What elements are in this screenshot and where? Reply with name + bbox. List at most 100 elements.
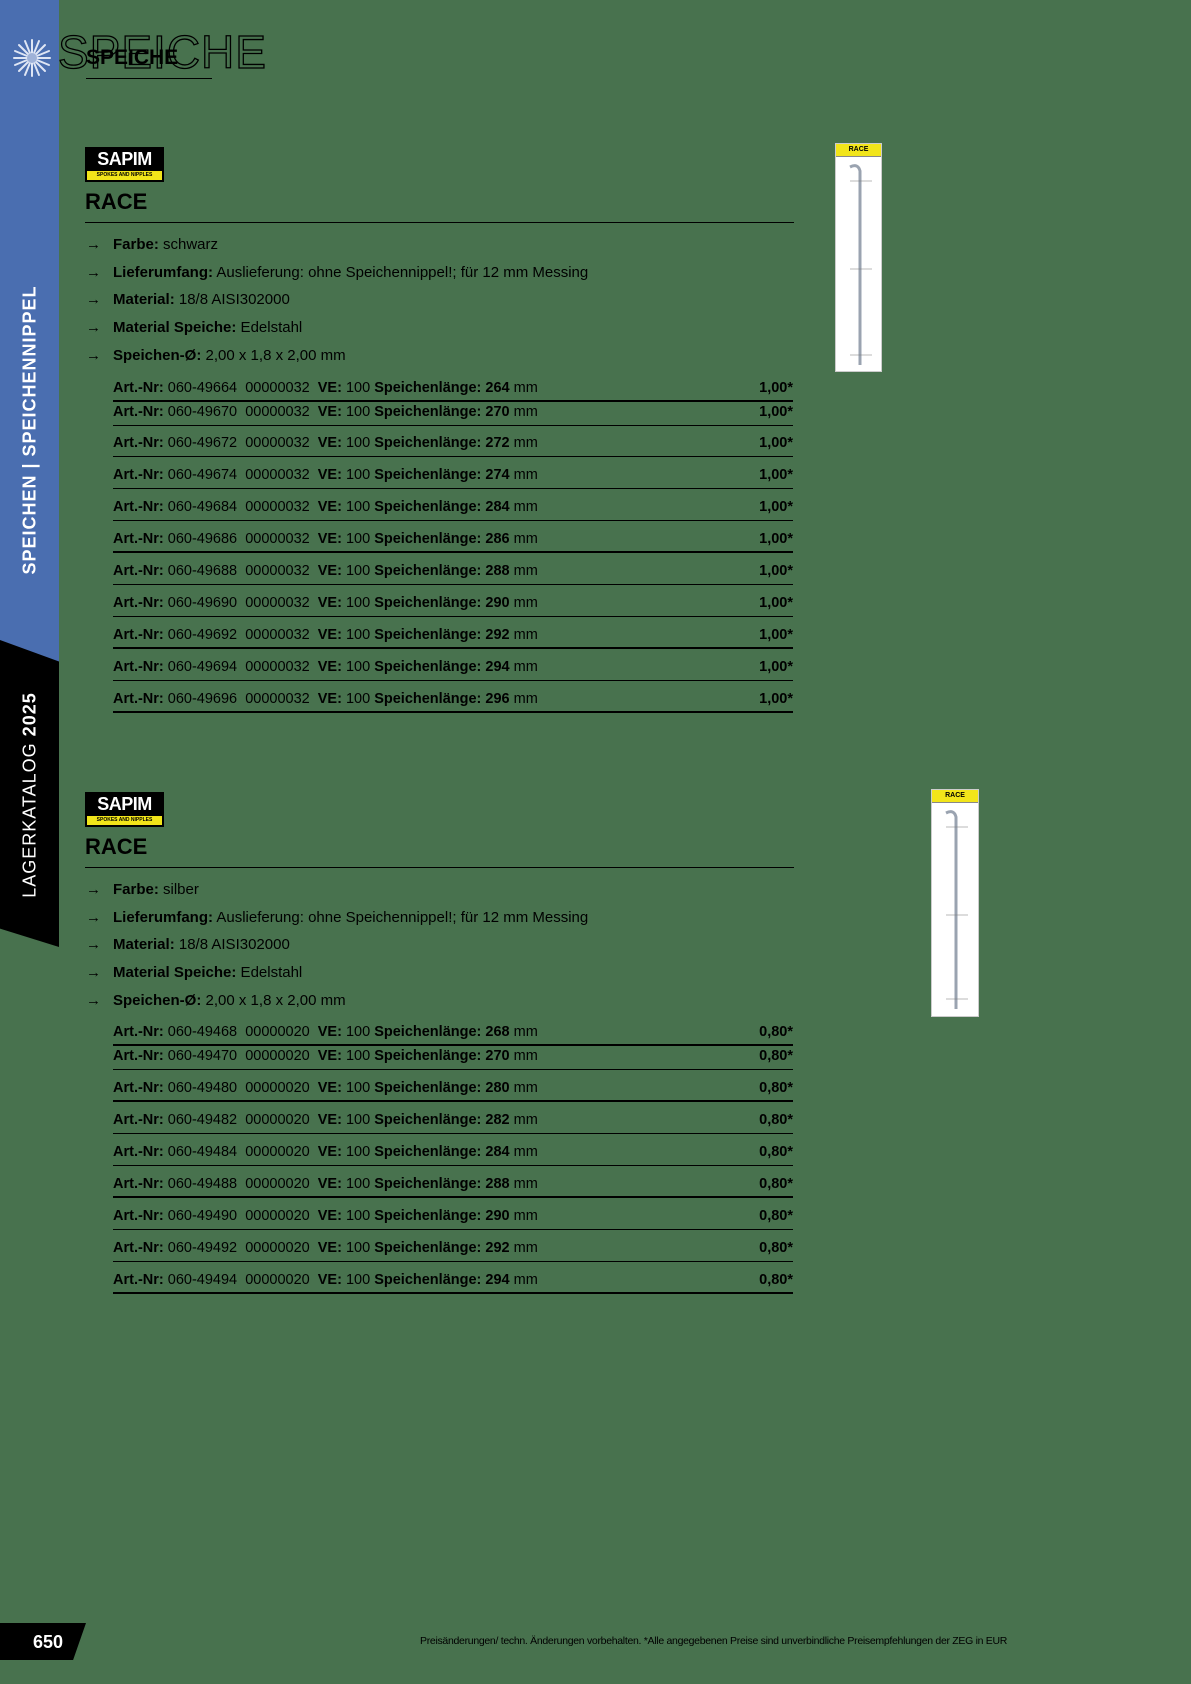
length-value: 290	[485, 595, 510, 611]
article-row: Art.-Nr: 060-49482 00000020 VE: 100 Spei…	[113, 1110, 793, 1134]
length-value: 280	[485, 1080, 510, 1096]
product-title: RACE	[85, 189, 148, 214]
length-value: 286	[485, 531, 510, 547]
arrow-right-icon: →	[86, 881, 101, 898]
article-row: Art.-Nr: 060-49684 00000032 VE: 100 Spei…	[113, 497, 793, 521]
length-unit: mm	[513, 404, 538, 420]
article-row: Art.-Nr: 060-49692 00000032 VE: 100 Spei…	[113, 625, 793, 649]
length-label: Speichenlänge:	[374, 467, 482, 483]
price: 0,80*	[759, 1144, 793, 1160]
product-image: RACE	[835, 143, 882, 372]
length-value: 270	[485, 1048, 510, 1064]
title-underline	[86, 78, 212, 79]
brand-logo: SAPIM SPOKES AND NIPPLES	[85, 792, 164, 827]
length-label: Speichenlänge:	[374, 659, 482, 675]
length-unit: mm	[513, 1240, 538, 1256]
spec-spoke-material: →Material Speiche: Edelstahl	[86, 964, 303, 981]
price: 0,80*	[759, 1272, 793, 1288]
art-nr-label: Art.-Nr:	[113, 1208, 164, 1224]
length-label: Speichenlänge:	[374, 595, 482, 611]
price: 1,00*	[759, 435, 793, 451]
length-unit: mm	[513, 691, 538, 707]
art-nr: 060-49684	[167, 499, 238, 515]
price: 0,80*	[759, 1048, 793, 1064]
length-label: Speichenlänge:	[374, 1240, 482, 1256]
length-label: Speichenlänge:	[374, 1112, 482, 1128]
price: 1,00*	[759, 531, 793, 547]
length-value: 294	[485, 659, 510, 675]
row-divider	[113, 1133, 793, 1134]
ve-label: VE:	[317, 1240, 342, 1256]
art-nr-label: Art.-Nr:	[113, 1112, 164, 1128]
art-nr-label: Art.-Nr:	[113, 380, 164, 396]
catalog-year: 2025	[19, 692, 39, 737]
article-code: 00000032	[245, 563, 310, 579]
ve-label: VE:	[317, 1024, 342, 1040]
row-divider	[113, 647, 793, 649]
length-value: 264	[485, 380, 510, 396]
article-code: 00000020	[245, 1240, 310, 1256]
ve-label: VE:	[317, 435, 342, 451]
spoke-star-icon	[13, 39, 51, 77]
article-code: 00000032	[245, 627, 310, 643]
row-divider	[113, 520, 793, 521]
section-divider	[85, 222, 794, 223]
row-divider	[113, 425, 793, 426]
length-unit: mm	[513, 1176, 538, 1192]
ve-value: 100	[345, 467, 371, 483]
length-label: Speichenlänge:	[374, 1080, 482, 1096]
arrow-right-icon: →	[86, 264, 101, 281]
length-value: 272	[485, 435, 510, 451]
length-label: Speichenlänge:	[374, 563, 482, 579]
length-unit: mm	[513, 1048, 538, 1064]
spec-diameter: →Speichen-Ø: 2,00 x 1,8 x 2,00 mm	[86, 347, 346, 364]
art-nr: 060-49494	[167, 1272, 238, 1288]
length-value: 284	[485, 499, 510, 515]
ve-value: 100	[345, 627, 371, 643]
length-unit: mm	[513, 659, 538, 675]
article-row: Art.-Nr: 060-49664 00000032 VE: 100 Spei…	[113, 378, 793, 402]
ve-value: 100	[345, 531, 371, 547]
price: 0,80*	[759, 1240, 793, 1256]
article-code: 00000020	[245, 1080, 310, 1096]
article-row: Art.-Nr: 060-49690 00000032 VE: 100 Spei…	[113, 593, 793, 617]
length-value: 292	[485, 1240, 510, 1256]
sidebar-catalog: LAGERKATALOG 2025	[0, 680, 59, 910]
ve-label: VE:	[317, 1048, 342, 1064]
art-nr-label: Art.-Nr:	[113, 659, 164, 675]
article-row: Art.-Nr: 060-49686 00000032 VE: 100 Spei…	[113, 529, 793, 553]
art-nr: 060-49482	[167, 1112, 238, 1128]
row-divider	[113, 680, 793, 681]
art-nr: 060-49674	[167, 467, 238, 483]
row-divider	[113, 1229, 793, 1230]
arrow-right-icon: →	[86, 319, 101, 336]
row-divider	[113, 1261, 793, 1262]
ve-value: 100	[345, 563, 371, 579]
ve-label: VE:	[317, 1272, 342, 1288]
article-row: Art.-Nr: 060-49674 00000032 VE: 100 Spei…	[113, 465, 793, 489]
art-nr-label: Art.-Nr:	[113, 1024, 164, 1040]
length-unit: mm	[513, 380, 538, 396]
length-unit: mm	[513, 1272, 538, 1288]
price: 1,00*	[759, 659, 793, 675]
length-unit: mm	[513, 627, 538, 643]
art-nr: 060-49470	[167, 1048, 238, 1064]
ve-value: 100	[345, 1080, 371, 1096]
art-nr-label: Art.-Nr:	[113, 435, 164, 451]
ve-label: VE:	[317, 659, 342, 675]
ve-value: 100	[345, 435, 371, 451]
price: 1,00*	[759, 404, 793, 420]
length-label: Speichenlänge:	[374, 531, 482, 547]
catalog-label: LAGERKATALOG	[19, 742, 39, 898]
ve-value: 100	[345, 1048, 371, 1064]
page-title: SPEICHE	[86, 46, 179, 69]
ve-label: VE:	[317, 499, 342, 515]
price: 1,00*	[759, 380, 793, 396]
article-row: Art.-Nr: 060-49468 00000020 VE: 100 Spei…	[113, 1022, 793, 1046]
price-disclaimer: Preisänderungen/ techn. Änderungen vorbe…	[420, 1635, 1008, 1647]
art-nr-label: Art.-Nr:	[113, 467, 164, 483]
art-nr: 060-49664	[167, 380, 238, 396]
length-label: Speichenlänge:	[374, 1048, 482, 1064]
art-nr: 060-49670	[167, 404, 238, 420]
length-label: Speichenlänge:	[374, 1024, 482, 1040]
